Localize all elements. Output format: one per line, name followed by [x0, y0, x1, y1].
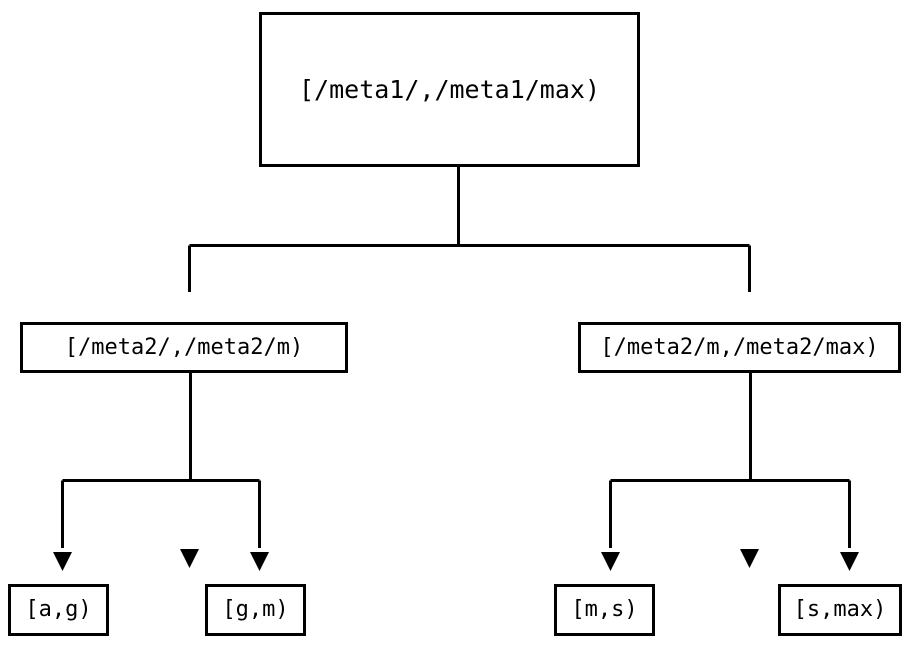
node-leaf-1[interactable]: [g,m) [205, 584, 306, 636]
arrowhead-down-icon [840, 552, 859, 571]
arrowhead-down-icon [180, 549, 199, 568]
node-leaf-1-label: [g,m) [222, 597, 289, 622]
arrowhead-down-icon [740, 549, 759, 568]
arrowhead-down-icon [250, 552, 269, 571]
node-leaf-0-label: [a,g) [25, 597, 92, 622]
node-root-label: [/meta1/,/meta1/max) [298, 75, 601, 104]
node-mid-right-label: [/meta2/m,/meta2/max) [600, 334, 879, 360]
node-mid-left-label: [/meta2/,/meta2/m) [64, 334, 304, 360]
node-mid-right[interactable]: [/meta2/m,/meta2/max) [578, 322, 901, 373]
node-leaf-2[interactable]: [m,s) [554, 584, 655, 636]
arrowhead-down-icon [601, 552, 620, 571]
arrowhead-down-icon [53, 552, 72, 571]
node-leaf-0[interactable]: [a,g) [8, 584, 109, 636]
node-leaf-2-label: [m,s) [571, 597, 638, 622]
node-leaf-3-label: [s,max) [793, 597, 887, 622]
node-mid-left[interactable]: [/meta2/,/meta2/m) [20, 322, 348, 373]
node-leaf-3[interactable]: [s,max) [778, 584, 902, 636]
node-root[interactable]: [/meta1/,/meta1/max) [259, 12, 640, 167]
